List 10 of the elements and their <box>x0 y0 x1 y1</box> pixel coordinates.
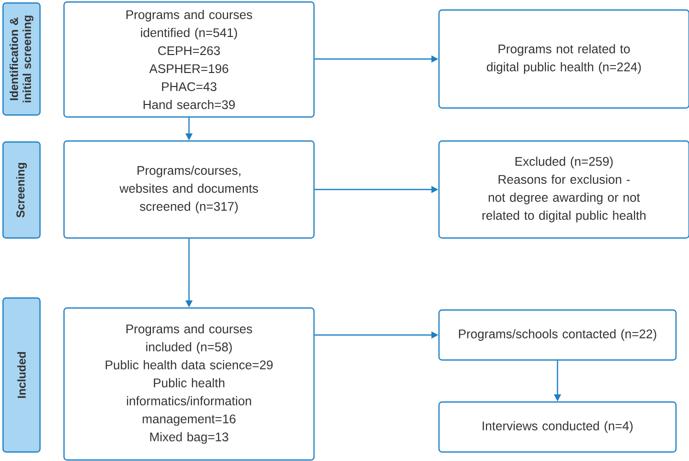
process-box: Programs and courses identified (n=541) CEPH=263 ASPHER=196 PHAC=43 Hand search=39 <box>63 1 315 118</box>
process-box: Programs not related to digital public health (n=224) <box>438 9 689 109</box>
stage-band: Identification & initial screening <box>2 2 41 116</box>
process-box: Programs/schools contacted (n=22) <box>438 309 677 361</box>
process-box: Programs/courses, websites and documents screened (n=317) <box>63 140 315 239</box>
process-box: Excluded (n=259) Reasons for exclusion - not degree awarding or not related to digital public health <box>438 140 689 239</box>
stage-band: Included <box>2 297 41 453</box>
process-box: Programs and courses included (n=58) Public health data science=29 Public health informatics/information management=16 Mixed bag=13 <box>63 307 315 461</box>
process-box: Interviews conducted (n=4) <box>438 401 677 453</box>
stage-band: Screening <box>2 141 41 239</box>
